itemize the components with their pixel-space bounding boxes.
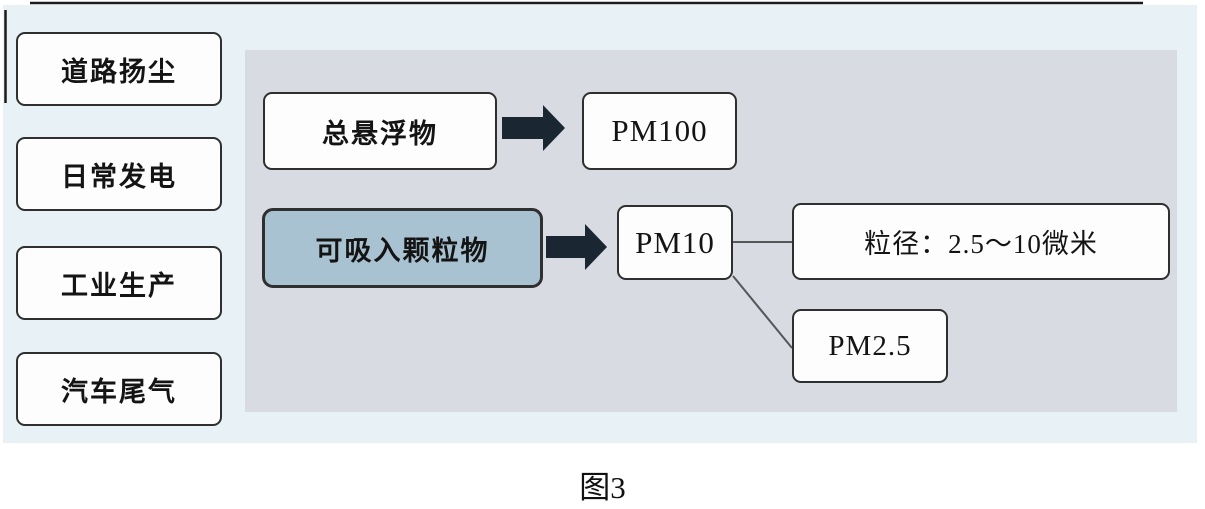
source-label: 道路扬尘 — [61, 56, 177, 87]
source-label: 日常发电 — [61, 161, 177, 192]
node-label: PM10 — [635, 224, 715, 260]
node-pm25: PM2.5 — [792, 309, 948, 383]
node-inhalable-particles: 可吸入颗粒物 — [262, 208, 543, 288]
figure-caption: 图3 — [579, 470, 626, 505]
node-particle-size-range: 粒径：2.5～10微米 — [792, 203, 1170, 280]
node-label: PM2.5 — [828, 329, 912, 362]
source-label: 工业生产 — [61, 270, 177, 301]
node-label: PM100 — [611, 113, 708, 148]
source-box-vehicle-exhaust: 汽车尾气 — [16, 352, 222, 426]
node-pm100: PM100 — [582, 92, 737, 170]
source-box-industry: 工业生产 — [16, 246, 222, 320]
source-box-road-dust: 道路扬尘 — [16, 32, 222, 106]
node-total-suspended: 总悬浮物 — [263, 92, 497, 170]
node-label: 粒径：2.5～10微米 — [864, 229, 1098, 259]
source-box-power-generation: 日常发电 — [16, 137, 222, 211]
source-label: 汽车尾气 — [61, 376, 177, 407]
node-label: 总悬浮物 — [322, 118, 438, 149]
node-pm10: PM10 — [617, 205, 733, 280]
node-label: 可吸入颗粒物 — [315, 235, 490, 266]
